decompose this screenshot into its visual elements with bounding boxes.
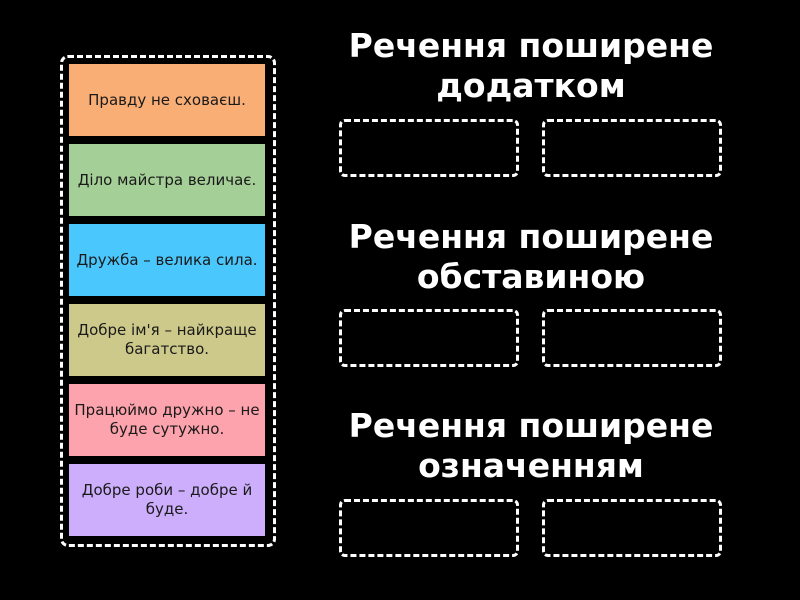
draggable-card[interactable]: Правду не сховаєш.: [69, 64, 265, 136]
draggable-card[interactable]: Добре роби – добре й буде.: [69, 464, 265, 536]
drop-zone[interactable]: [339, 119, 519, 177]
group-title: Речення поширене обставиною: [348, 217, 714, 296]
draggable-card[interactable]: Діло майстра величає.: [69, 144, 265, 216]
drop-zone[interactable]: [542, 499, 722, 557]
draggable-card[interactable]: Дружба – велика сила.: [69, 224, 265, 296]
card-pool: [60, 55, 276, 547]
drop-zone[interactable]: [339, 499, 519, 557]
drop-zone[interactable]: [542, 309, 722, 367]
draggable-card[interactable]: Працюймо дружно – не буде сутужно.: [69, 384, 265, 456]
group-title: Речення поширене додатком: [348, 26, 714, 105]
draggable-card[interactable]: Добре ім'я – найкраще багатство.: [69, 304, 265, 376]
group-title: Речення поширене означенням: [348, 406, 714, 485]
drop-zone[interactable]: [542, 119, 722, 177]
drop-zone[interactable]: [339, 309, 519, 367]
